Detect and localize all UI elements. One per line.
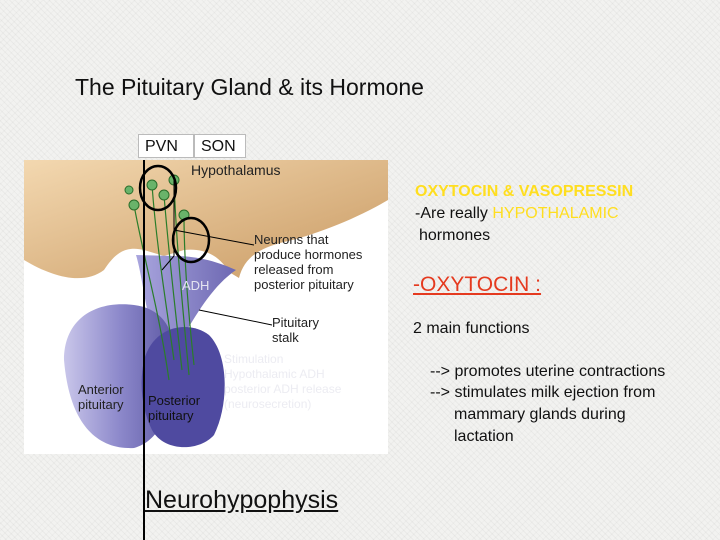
function-bullet-2-end: lactation [454, 428, 514, 445]
functions-label: 2 main functions [413, 320, 530, 337]
hypothalamus-label: Hypothalamus [191, 162, 281, 178]
stalk-label: Pituitary stalk [272, 315, 319, 345]
pituitary-stalk-shape [136, 255, 236, 335]
function-bullet-2: --> stimulates milk ejection from [430, 384, 656, 401]
anterior-label: Anterior pituitary [78, 382, 124, 412]
pvn-label: PVN [138, 134, 194, 158]
hormones-word: hormones [419, 227, 491, 244]
vertical-pointer-line [143, 160, 145, 540]
neurohypophysis-label: Neurohypophysis [145, 486, 339, 514]
posterior-pituitary-shape [141, 327, 225, 448]
hormones-heading: OXYTOCIN & VASOPRESSIN [415, 183, 634, 200]
hypothalamus-shape [24, 160, 388, 279]
neurons-label: Neurons that produce hormones released f… [254, 232, 363, 292]
faded-note: Stimulation Hypothalamic ADH posterior A… [224, 352, 342, 411]
page-title: The Pituitary Gland & its Hormone [75, 74, 424, 100]
son-label: SON [194, 134, 246, 158]
function-bullet-1: --> promotes uterine contractions [430, 363, 666, 380]
son-circle [171, 216, 211, 264]
faded-adh-word: ADH [182, 278, 210, 293]
oxytocin-heading: -OXYTOCIN : [413, 273, 541, 296]
pituitary-diagram: Hypothalamus Neurons that produce hormon… [24, 160, 388, 454]
pvn-circle [138, 164, 178, 212]
function-bullet-2-cont: mammary glands during [454, 406, 626, 423]
posterior-label: Posterior pituitary [148, 393, 201, 423]
hypothalamic-line: -Are really HYPOTHALAMIC [415, 205, 619, 222]
